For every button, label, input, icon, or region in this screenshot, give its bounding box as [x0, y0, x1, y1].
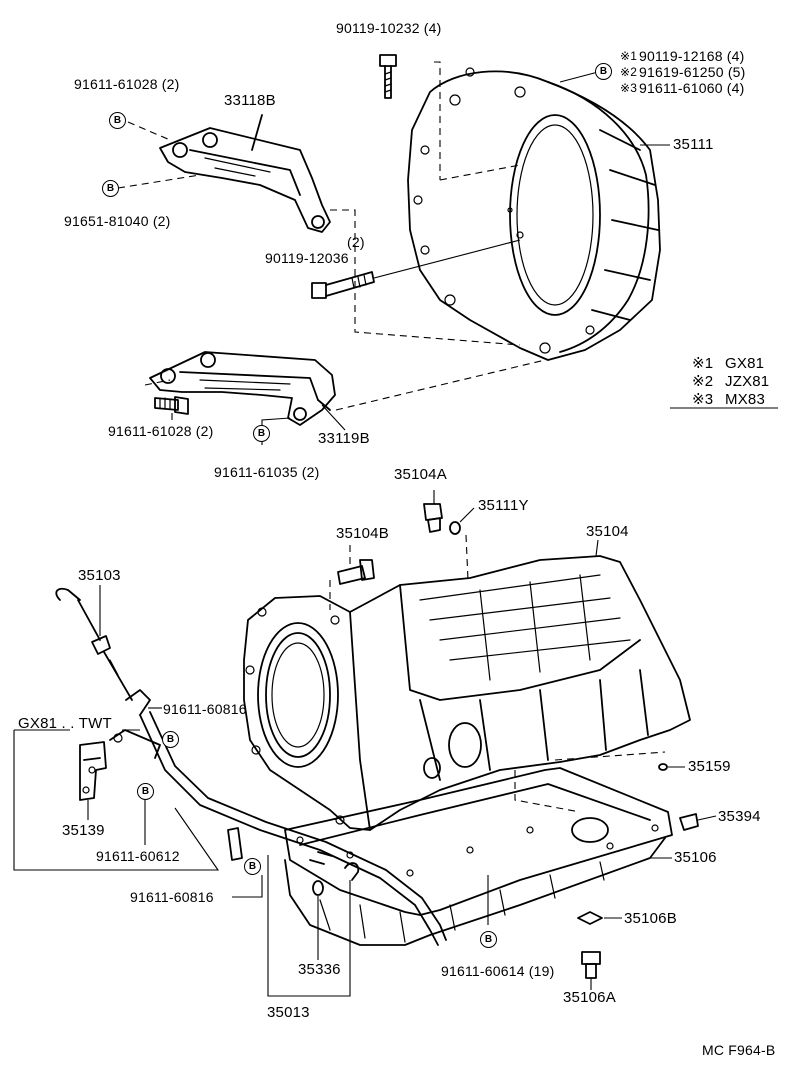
dipstick-35103 — [55, 587, 133, 701]
leader-33118b-top — [127, 121, 171, 141]
bolt-marker-b: B — [253, 425, 270, 442]
drain-plug-35106a — [581, 951, 601, 979]
part-35394 — [679, 813, 699, 831]
bolt-91611-61028-low — [154, 396, 189, 415]
label-33119b: 33119B — [318, 430, 370, 447]
legend-mark-2: ※2 — [692, 373, 714, 390]
label-91611-60614: 91611-60614 (19) — [441, 963, 555, 979]
label-90119-12036: 90119-12036 — [265, 250, 349, 266]
bracket-33119b — [149, 351, 336, 426]
leader-35104 — [595, 539, 599, 557]
label-91611-61028-top: 91611-61028 (2) — [74, 76, 180, 92]
leader-35394 — [697, 815, 717, 821]
oil-pan-35106 — [284, 767, 673, 946]
label-91651-81040: 91651-81040 (2) — [64, 213, 171, 229]
bolt-marker-b: B — [102, 180, 119, 197]
label-90119-10232: 90119-10232 (4) — [336, 20, 442, 36]
variant-box-gx81-twt — [13, 729, 220, 871]
gasket-35106b — [577, 911, 603, 925]
plug-35104b — [337, 559, 375, 585]
label-35106: 35106 — [674, 849, 717, 866]
label-35106a: 35106A — [563, 989, 616, 1006]
label-x2-mark: ※2 — [620, 65, 638, 79]
legend-model-3: MX83 — [725, 391, 765, 408]
leader-bolt-top-2 — [439, 164, 521, 181]
leader-33119b-2 — [335, 359, 546, 411]
bolt-marker-b: B — [109, 112, 126, 129]
label-35336: 35336 — [298, 961, 341, 978]
label-35111y: 35111Y — [478, 497, 529, 514]
transmission-case-35104 — [243, 555, 691, 831]
label-x3-mark: ※3 — [620, 81, 638, 95]
label-gx81-twt: GX81 . . TWT — [18, 715, 112, 732]
bolt-marker-b: B — [480, 931, 497, 948]
dipstick-tube — [109, 689, 447, 946]
label-35394: 35394 — [718, 808, 761, 825]
leader-12036 — [373, 239, 521, 279]
bolt-marker-b: B — [162, 731, 179, 748]
label-91611-60612: 91611-60612 — [96, 848, 180, 864]
label-91611-61028-low: 91611-61028 (2) — [108, 423, 214, 439]
label-35111: 35111 — [673, 136, 714, 153]
leader-33118b-low — [117, 174, 201, 189]
bolt-marker-b: B — [244, 858, 261, 875]
label-35104a: 35104A — [394, 466, 447, 483]
label-35013: 35013 — [267, 1004, 310, 1021]
legend-model-1: GX81 — [725, 355, 765, 372]
plug-35104a — [423, 503, 443, 533]
bolt-marker-b: B — [595, 63, 612, 80]
legend-mark-1: ※1 — [692, 355, 714, 372]
bracket-33118b — [159, 114, 331, 233]
bell-housing-35111 — [407, 67, 661, 361]
leader-35013 — [267, 855, 351, 997]
label-35159: 35159 — [688, 758, 731, 775]
label-33118b: 33118B — [224, 92, 276, 109]
leader-33119b-label — [321, 404, 346, 431]
leader-35104a-down — [465, 534, 469, 581]
label-91611-61035: 91611-61035 (2) — [214, 464, 320, 480]
label-35104b: 35104B — [336, 525, 389, 542]
part-35159 — [658, 763, 668, 771]
leader-35111y — [459, 507, 475, 523]
leader-60816-b — [232, 875, 263, 898]
label-91611-60816-a: 91611-60816 — [163, 701, 247, 717]
leader-33119b — [144, 379, 171, 386]
footer-code: MC F964-B — [702, 1042, 776, 1058]
leader-33118b-right — [330, 209, 521, 346]
bolt-90119-12036 — [311, 271, 375, 299]
label-x1-mark: ※1 — [620, 49, 638, 63]
label-35103: 35103 — [78, 567, 121, 584]
o-ring-35111y — [449, 521, 461, 535]
label-90119-12168: 90119-12168 (4) — [639, 48, 745, 64]
label-91611-60816-b: 91611-60816 — [130, 889, 214, 905]
legend-mark-3: ※3 — [692, 391, 714, 408]
label-qty-2: (2) — [347, 234, 365, 250]
leader-pan-seam — [514, 751, 666, 813]
bolt-90119-10232 — [379, 54, 397, 99]
label-91611-61060: 91611-61060 (4) — [639, 80, 745, 96]
bolt-marker-b: B — [137, 783, 154, 800]
o-ring-35336 — [312, 880, 324, 896]
legend-model-2: JZX81 — [725, 373, 770, 390]
leader-35104b — [329, 545, 351, 610]
label-35106b: 35106B — [624, 910, 677, 927]
label-91619-61250: 91619-61250 (5) — [639, 64, 746, 80]
label-35104: 35104 — [586, 523, 629, 540]
label-35139: 35139 — [62, 822, 105, 839]
leader-bolt-top — [434, 61, 441, 180]
leader-x-bolts — [559, 71, 599, 83]
